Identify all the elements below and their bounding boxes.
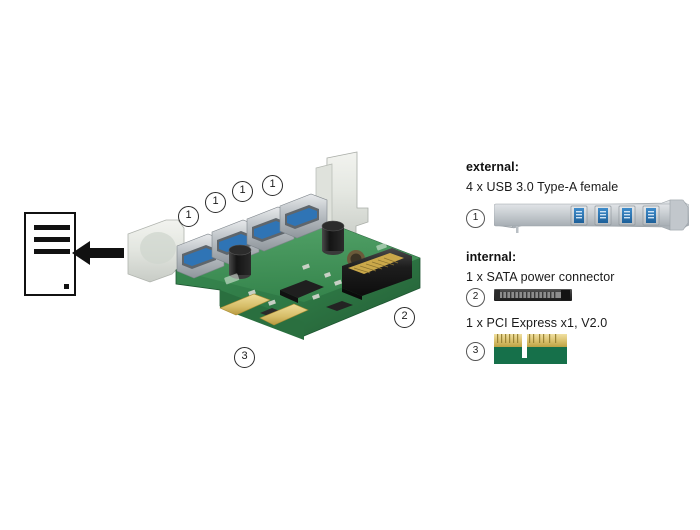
- ic-side: [280, 290, 298, 303]
- usb-controller-ic: [280, 280, 324, 298]
- tower-drive-bay-2: [34, 237, 70, 242]
- small-ic: [260, 308, 280, 316]
- product-photo-pcie-usb-card: 1 1 1 1 2 3: [120, 150, 440, 380]
- sata-power-connector-onboard: [342, 248, 412, 300]
- pcie-card-graphic: [127, 151, 421, 340]
- sata-power-connector-art: [494, 288, 572, 307]
- bracket-emboss: [140, 232, 176, 264]
- tower-power-led: [64, 284, 69, 289]
- callout-2-sata: 2: [394, 307, 415, 328]
- legend-badge-2: 2: [466, 288, 485, 307]
- eeprom-chip: [326, 301, 353, 311]
- install-direction-icon: [24, 212, 124, 302]
- legend-badge-3: 3: [466, 342, 485, 361]
- callout-1-port-1: 1: [178, 206, 199, 227]
- usb-bracket-art: [493, 198, 690, 239]
- pcie-edge-connector-onboard: [219, 293, 309, 326]
- usb-port-group: [176, 193, 328, 279]
- legend-heading-internal: internal:: [466, 250, 517, 264]
- callout-1-port-2: 1: [205, 192, 226, 213]
- capacitor-2: [321, 220, 345, 255]
- legend-spec-pcie: 1 x PCI Express x1, V2.0: [466, 316, 608, 330]
- callout-1-port-3: 1: [232, 181, 253, 202]
- legend-spec-usb: 4 x USB 3.0 Type-A female: [466, 180, 619, 194]
- legend-row-pcie: 3: [466, 334, 692, 369]
- usb-port-4: [279, 193, 328, 239]
- legend-badge-1: 1: [466, 209, 485, 228]
- callout-3-pcie: 3: [234, 347, 255, 368]
- tower-drive-bay-3: [34, 249, 70, 254]
- pc-tower-icon: [24, 212, 76, 296]
- legend-row-usb-bracket: 1: [466, 198, 692, 239]
- capacitor-1: [228, 244, 252, 279]
- legend-heading-external: external:: [466, 160, 520, 174]
- specification-legend: external: 4 x USB 3.0 Type-A female 1: [466, 160, 692, 369]
- silkscreen: [224, 242, 387, 285]
- pcie-x1-edge-art: [494, 334, 567, 369]
- tower-drive-bay-1: [34, 225, 70, 230]
- legend-spec-sata: 1 x SATA power connector: [466, 270, 615, 284]
- callout-1-port-4: 1: [262, 175, 283, 196]
- insertion-arrow-icon: [72, 240, 124, 266]
- legend-row-sata: 2: [466, 288, 692, 307]
